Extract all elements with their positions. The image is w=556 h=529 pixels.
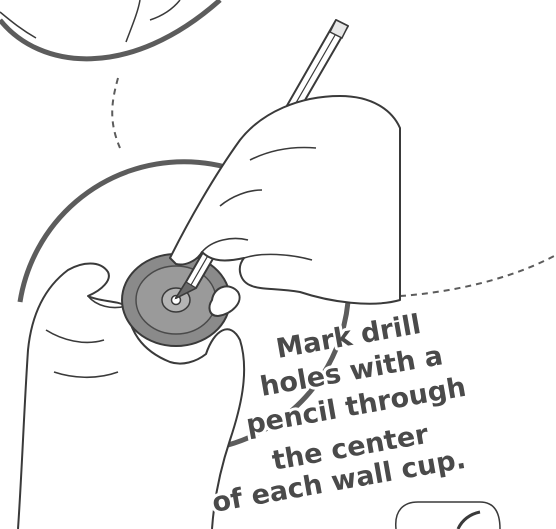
bottom-right-frame [396,502,500,529]
dashed-connector-top [112,78,120,148]
instruction-text: Mark drill holes with a pencil through t… [210,309,469,519]
top-detail-lines [0,0,180,42]
bottom-right-frame-detail [458,512,480,529]
top-detail-circle [0,0,220,59]
